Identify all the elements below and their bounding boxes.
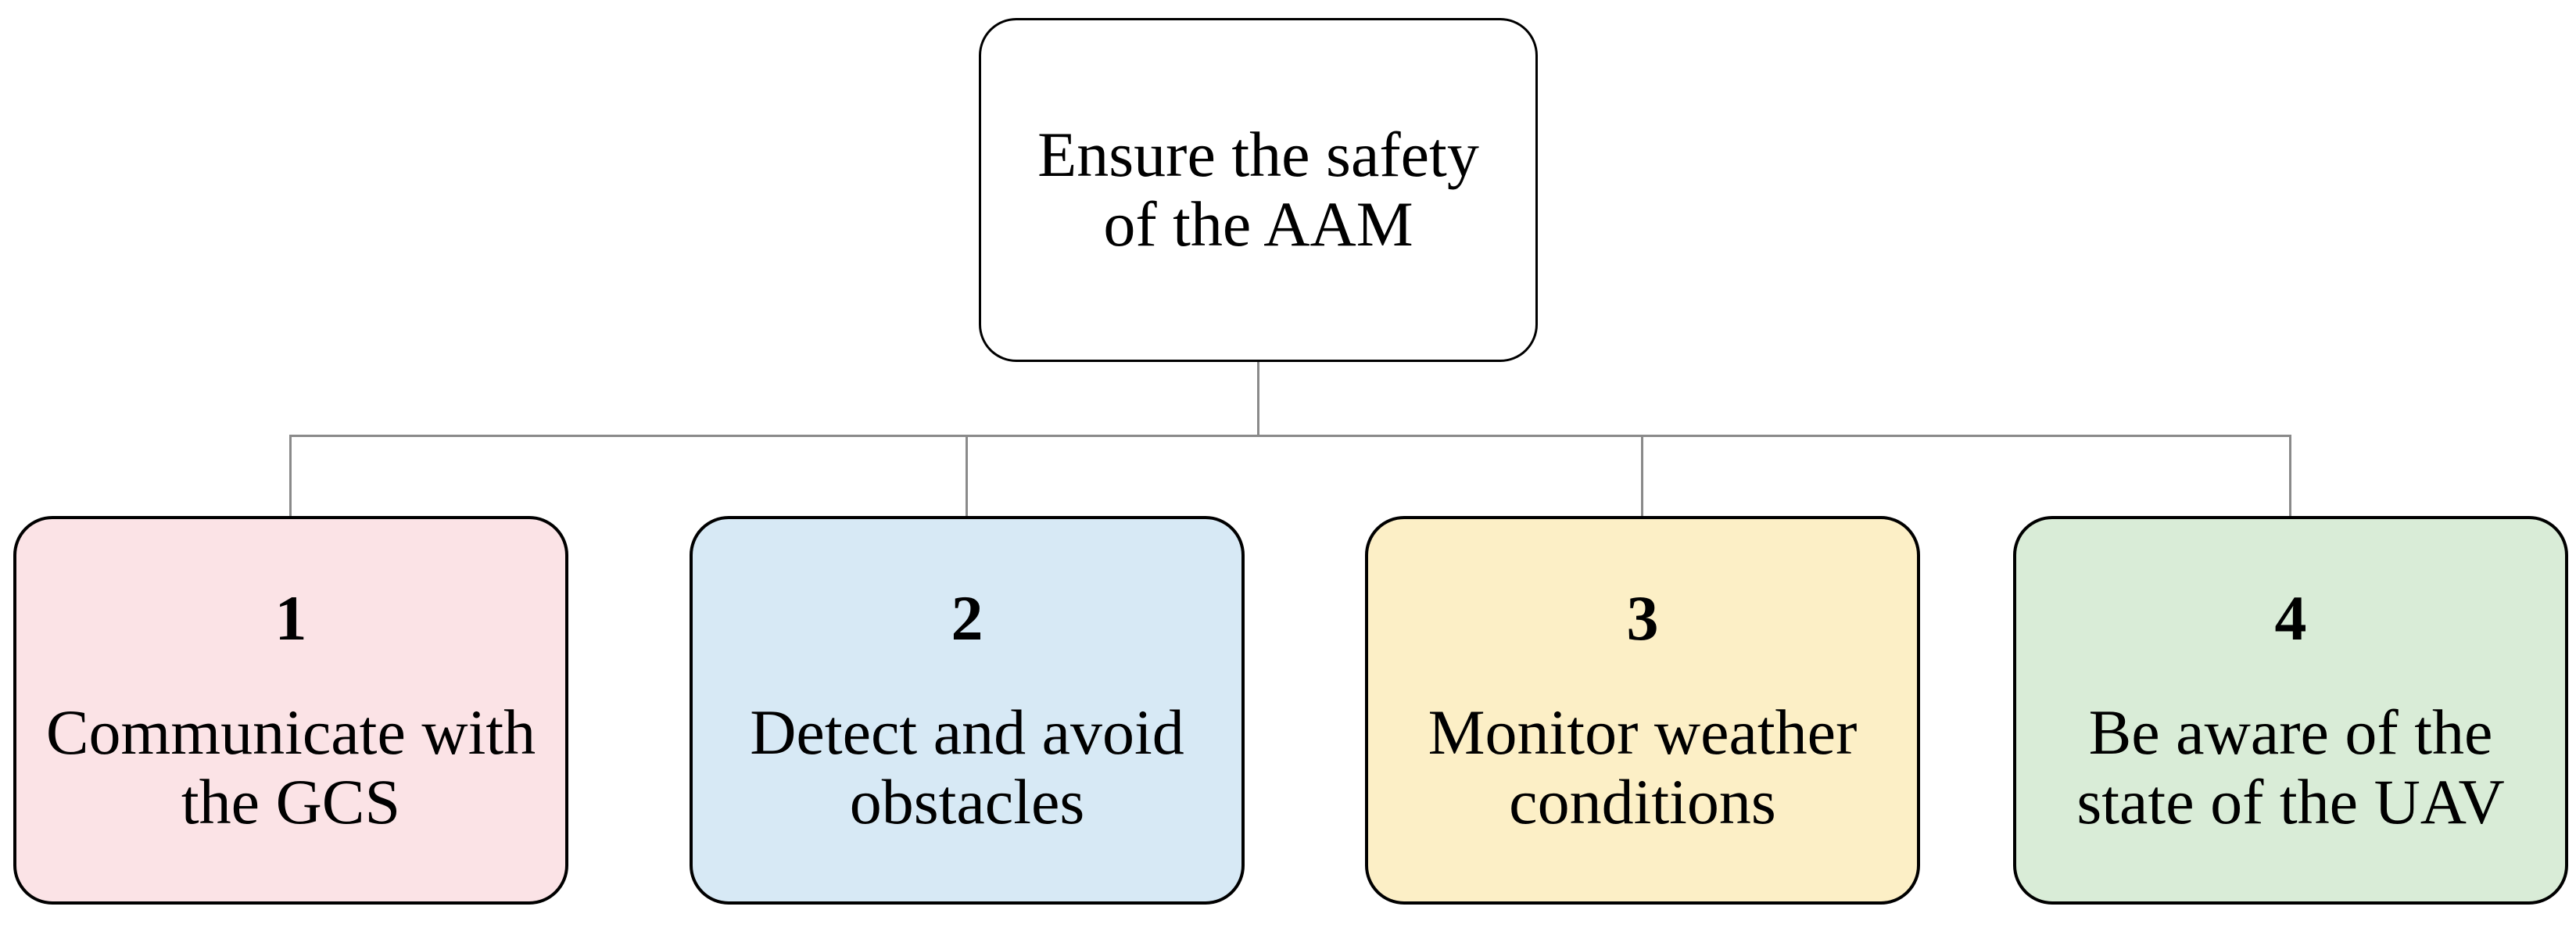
- child-4-number: 4: [2274, 582, 2307, 654]
- child-4-label: Be aware of the state of the UAV: [2076, 698, 2504, 837]
- child-2-line2: obstacles: [849, 765, 1085, 837]
- child-2-number: 2: [951, 582, 983, 654]
- child-2-line1: Detect and avoid: [750, 697, 1184, 769]
- child-node-uav-state-awareness: 4 Be aware of the state of the UAV: [2013, 516, 2568, 905]
- connector-drop-3: [1641, 435, 1643, 519]
- child-4-line2: state of the UAV: [2076, 765, 2505, 837]
- connector-drop-4: [2289, 435, 2291, 519]
- root-node-line2: of the AAM: [1103, 188, 1413, 260]
- child-node-monitor-weather: 3 Monitor weather conditions: [1365, 516, 1920, 905]
- child-3-number: 3: [1626, 582, 1659, 654]
- connector-root-stem: [1257, 362, 1259, 436]
- child-3-label: Monitor weather conditions: [1428, 698, 1858, 837]
- child-node-communicate-gcs: 1 Communicate with the GCS: [13, 516, 568, 905]
- child-1-line1: Communicate with: [45, 697, 536, 769]
- child-1-label: Communicate with the GCS: [46, 698, 536, 837]
- connector-drop-2: [966, 435, 968, 519]
- child-1-line2: the GCS: [181, 765, 401, 837]
- child-4-line1: Be aware of the: [2088, 697, 2493, 769]
- root-node-line1: Ensure the safety: [1037, 119, 1479, 191]
- root-node-ensure-safety: Ensure the safety of the AAM: [979, 18, 1538, 362]
- child-3-line1: Monitor weather: [1428, 697, 1858, 769]
- child-1-number: 1: [274, 582, 307, 654]
- connector-horizontal-bar: [290, 435, 2291, 437]
- child-3-line2: conditions: [1509, 765, 1776, 837]
- connector-drop-1: [289, 435, 292, 519]
- child-2-label: Detect and avoid obstacles: [750, 698, 1184, 837]
- child-node-detect-avoid-obstacles: 2 Detect and avoid obstacles: [690, 516, 1245, 905]
